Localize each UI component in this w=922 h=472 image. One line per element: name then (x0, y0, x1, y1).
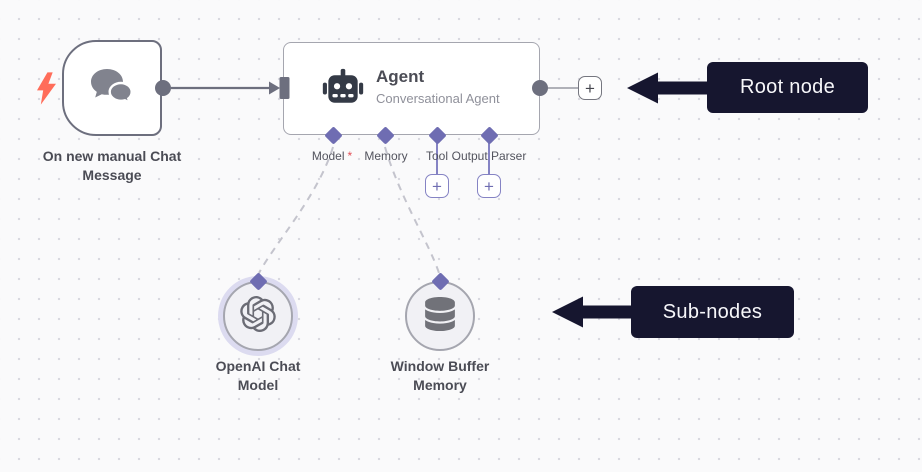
chat-bubbles-icon (88, 66, 136, 111)
trigger-lightning-icon (37, 72, 56, 105)
tool-port-label: Tool (425, 149, 449, 163)
add-tool-button[interactable]: + (425, 174, 449, 198)
agent-node-subtitle: Conversational Agent (376, 91, 500, 106)
add-next-node-button[interactable]: + (578, 76, 602, 100)
agent-node-title: Agent (376, 67, 425, 86)
connection-arrowhead-icon (269, 81, 280, 95)
agent-output-endpoint[interactable] (532, 80, 548, 96)
buffer-label-line2: Memory (413, 377, 467, 393)
database-icon (425, 296, 455, 336)
sub-nodes-annotation: Sub-nodes (631, 286, 794, 338)
connection-model-to-openai (258, 146, 334, 274)
robot-icon (321, 67, 365, 111)
openai-node-label: OpenAI Chat Model (148, 357, 368, 395)
openai-logo-icon (240, 295, 276, 337)
connection-memory-to-buffer (384, 146, 440, 274)
sub-nodes-arrow-icon (552, 296, 631, 328)
model-port-text: Model (311, 149, 345, 163)
memory-port-label: Memory (364, 149, 408, 163)
openai-label-line1: OpenAI Chat (215, 358, 301, 374)
buffer-label-line1: Window Buffer (390, 358, 490, 374)
model-port-label: Model* (312, 149, 352, 163)
agent-input-port[interactable] (279, 77, 290, 99)
root-node-arrow-icon (627, 72, 707, 104)
trigger-node-label: On new manual Chat Message (2, 147, 222, 185)
buffer-memory-node-label: Window Buffer Memory (330, 357, 550, 395)
output-parser-port-label: Output Parser (451, 149, 527, 163)
trigger-label-line1: On new manual Chat (42, 148, 182, 164)
window-buffer-memory-node[interactable] (405, 281, 475, 351)
openai-label-line2: Model (237, 377, 279, 393)
root-node-annotation: Root node (707, 62, 868, 113)
trigger-output-endpoint[interactable] (155, 80, 171, 96)
trigger-node-chat-message[interactable] (62, 40, 162, 136)
agent-node[interactable]: Agent Conversational Agent (283, 42, 540, 135)
trigger-label-line2: Message (82, 167, 142, 183)
add-output-parser-button[interactable]: + (477, 174, 501, 198)
openai-chat-model-node[interactable] (223, 281, 293, 351)
required-marker: * (347, 149, 353, 163)
